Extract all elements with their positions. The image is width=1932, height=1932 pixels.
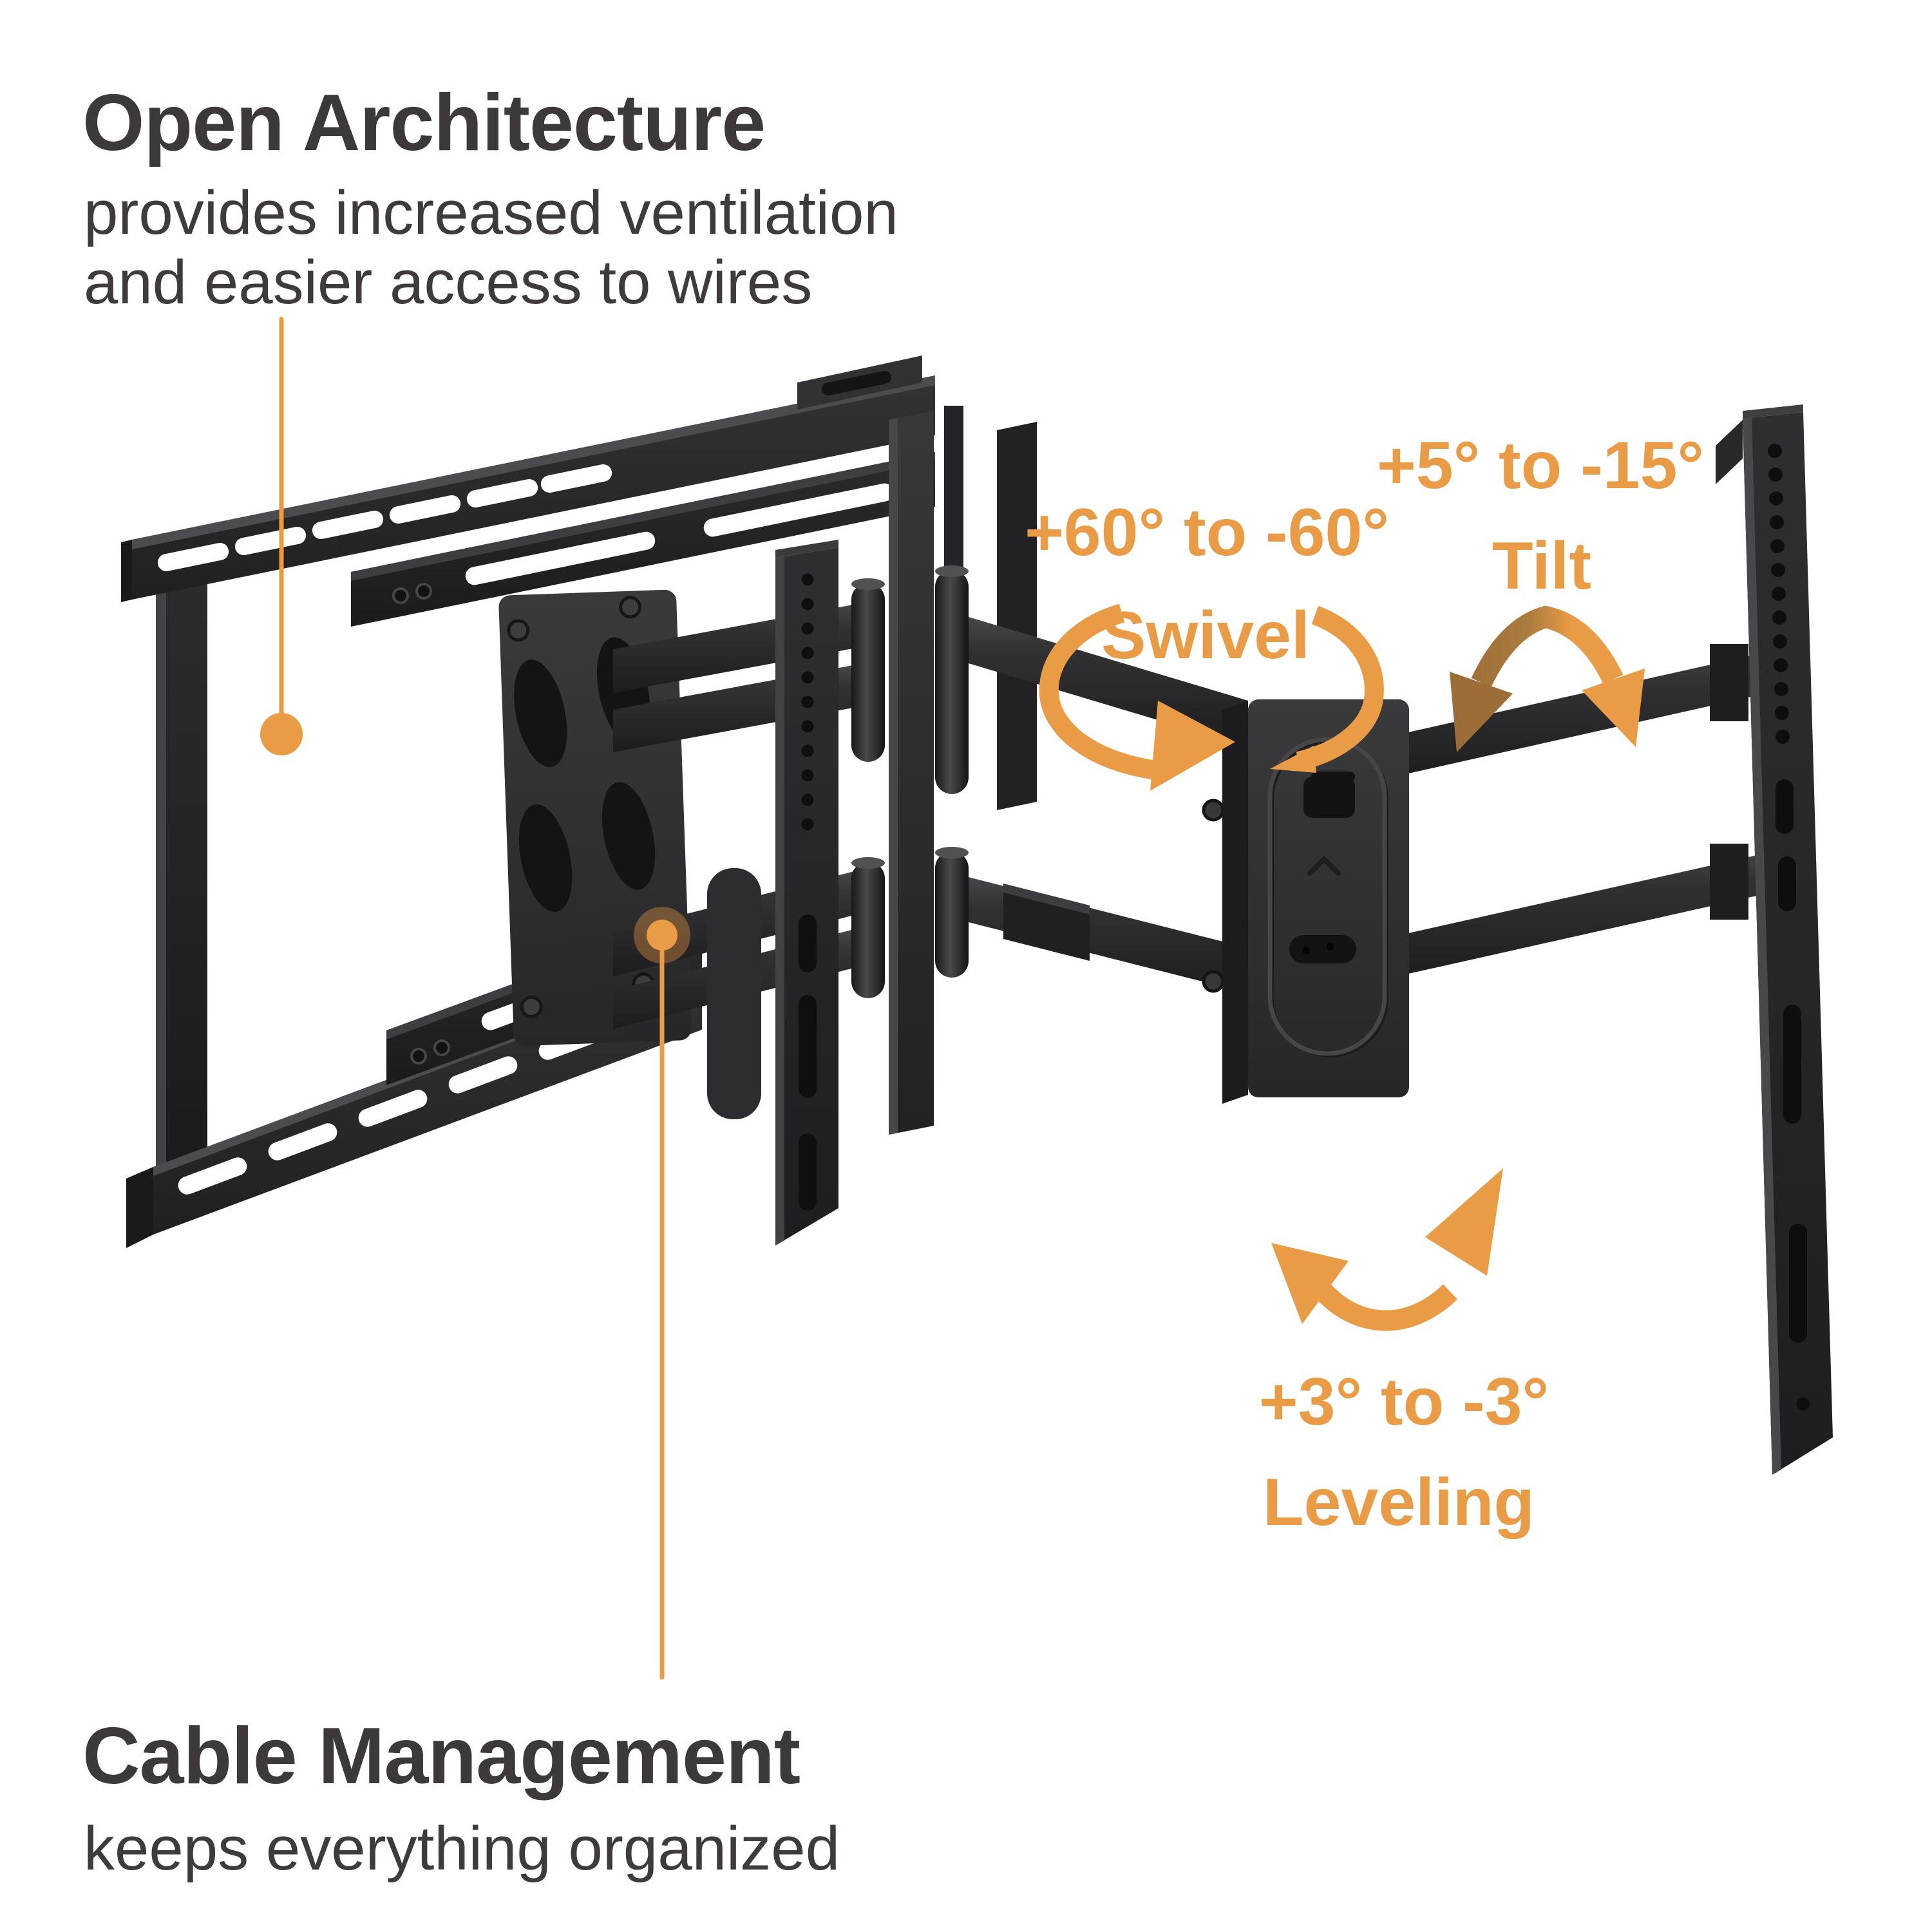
- cable-management-title: Cable Management: [82, 1712, 800, 1801]
- front-support-column: [889, 411, 934, 1135]
- swivel-label: Swivel: [1101, 598, 1310, 673]
- open-architecture-description-line1: provides increased ventilation: [84, 178, 898, 247]
- rear-support-column: [997, 422, 1037, 810]
- extension-bars: [1365, 644, 1797, 983]
- open-architecture-title: Open Architecture: [82, 79, 766, 167]
- leveling-range-label: +3° to -3°: [1258, 1365, 1549, 1439]
- open-architecture-callout: [260, 317, 303, 755]
- cable-management-callout: [634, 907, 690, 1680]
- leveling-label: Leveling: [1263, 1465, 1535, 1540]
- wall-plate: [1202, 699, 1409, 1104]
- frame-top-extender-rail: [351, 452, 935, 627]
- tilt-range-label: +5° to -15°: [1376, 428, 1705, 503]
- frame-left-leg: [156, 569, 207, 1167]
- open-architecture-callout-dot: [260, 713, 303, 755]
- leveling-arrow-icon: [1271, 1168, 1503, 1331]
- tv-vertical-rail: [775, 540, 838, 1245]
- wall-vertical-rail: [1716, 404, 1833, 1475]
- top-bracket-plate: [797, 355, 963, 573]
- frame-top-rail: [121, 375, 935, 602]
- tilt-arrow-icon: [1450, 605, 1645, 752]
- cable-management-callout-line: [659, 935, 665, 1680]
- open-architecture-description-line2: and easier access to wires: [84, 248, 813, 317]
- cable-management-description: keeps everything organized: [84, 1814, 840, 1883]
- swivel-arrow-icon: [1039, 603, 1384, 791]
- tilt-label: Tilt: [1492, 529, 1592, 603]
- swivel-range-label: +60° to -60°: [1025, 495, 1389, 570]
- arm-side-plate: [707, 868, 761, 1119]
- hinge-cylinders: [851, 565, 969, 998]
- open-architecture-callout-line: [279, 317, 284, 734]
